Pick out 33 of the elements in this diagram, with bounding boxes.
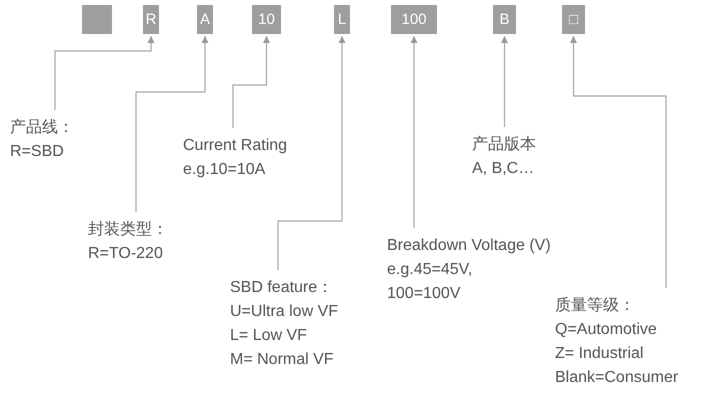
note-text: A, B,C… (472, 159, 536, 179)
note-text: U=Ultra low VF (230, 302, 338, 322)
note-heading: 产品版本 (472, 134, 536, 155)
leader-line (277, 36, 346, 270)
code-segment: B (493, 5, 516, 34)
code-segment: □ (562, 5, 585, 34)
code-segment: A (197, 5, 213, 34)
leader-line (410, 36, 418, 228)
code-segment: R (143, 5, 159, 34)
note-text: Blank=Consumer (555, 368, 678, 388)
note-heading: 封装类型： (88, 220, 168, 240)
leader-line (232, 36, 270, 128)
note-heading: Breakdown Voltage (V) (387, 236, 551, 256)
note-text: M= Normal VF (230, 350, 335, 370)
note-text: e.g.10=10A (183, 160, 266, 180)
note-text: Q=Automotive (555, 320, 658, 340)
note-text: R=TO-220 (88, 244, 164, 264)
note-text: R=SBD (10, 142, 65, 162)
leader-line (501, 36, 508, 127)
note-heading: 产品线： (10, 118, 74, 138)
code-segment: L (334, 5, 350, 34)
code-segment: 100 (391, 5, 437, 34)
code-segment-box (82, 5, 112, 34)
note-heading: SBD feature： (230, 278, 334, 298)
leader-line (135, 36, 208, 212)
note-text: Z= Industrial (555, 344, 644, 364)
code-segment: 10 (252, 5, 281, 34)
note-text: e.g.45=45V, 100=100V (387, 260, 474, 304)
note-text: L= Low VF (230, 326, 308, 346)
note-heading: 质量等级： (555, 296, 636, 316)
leader-line (570, 36, 667, 288)
leader-line (54, 36, 154, 110)
note-heading: Current Rating (183, 136, 288, 156)
